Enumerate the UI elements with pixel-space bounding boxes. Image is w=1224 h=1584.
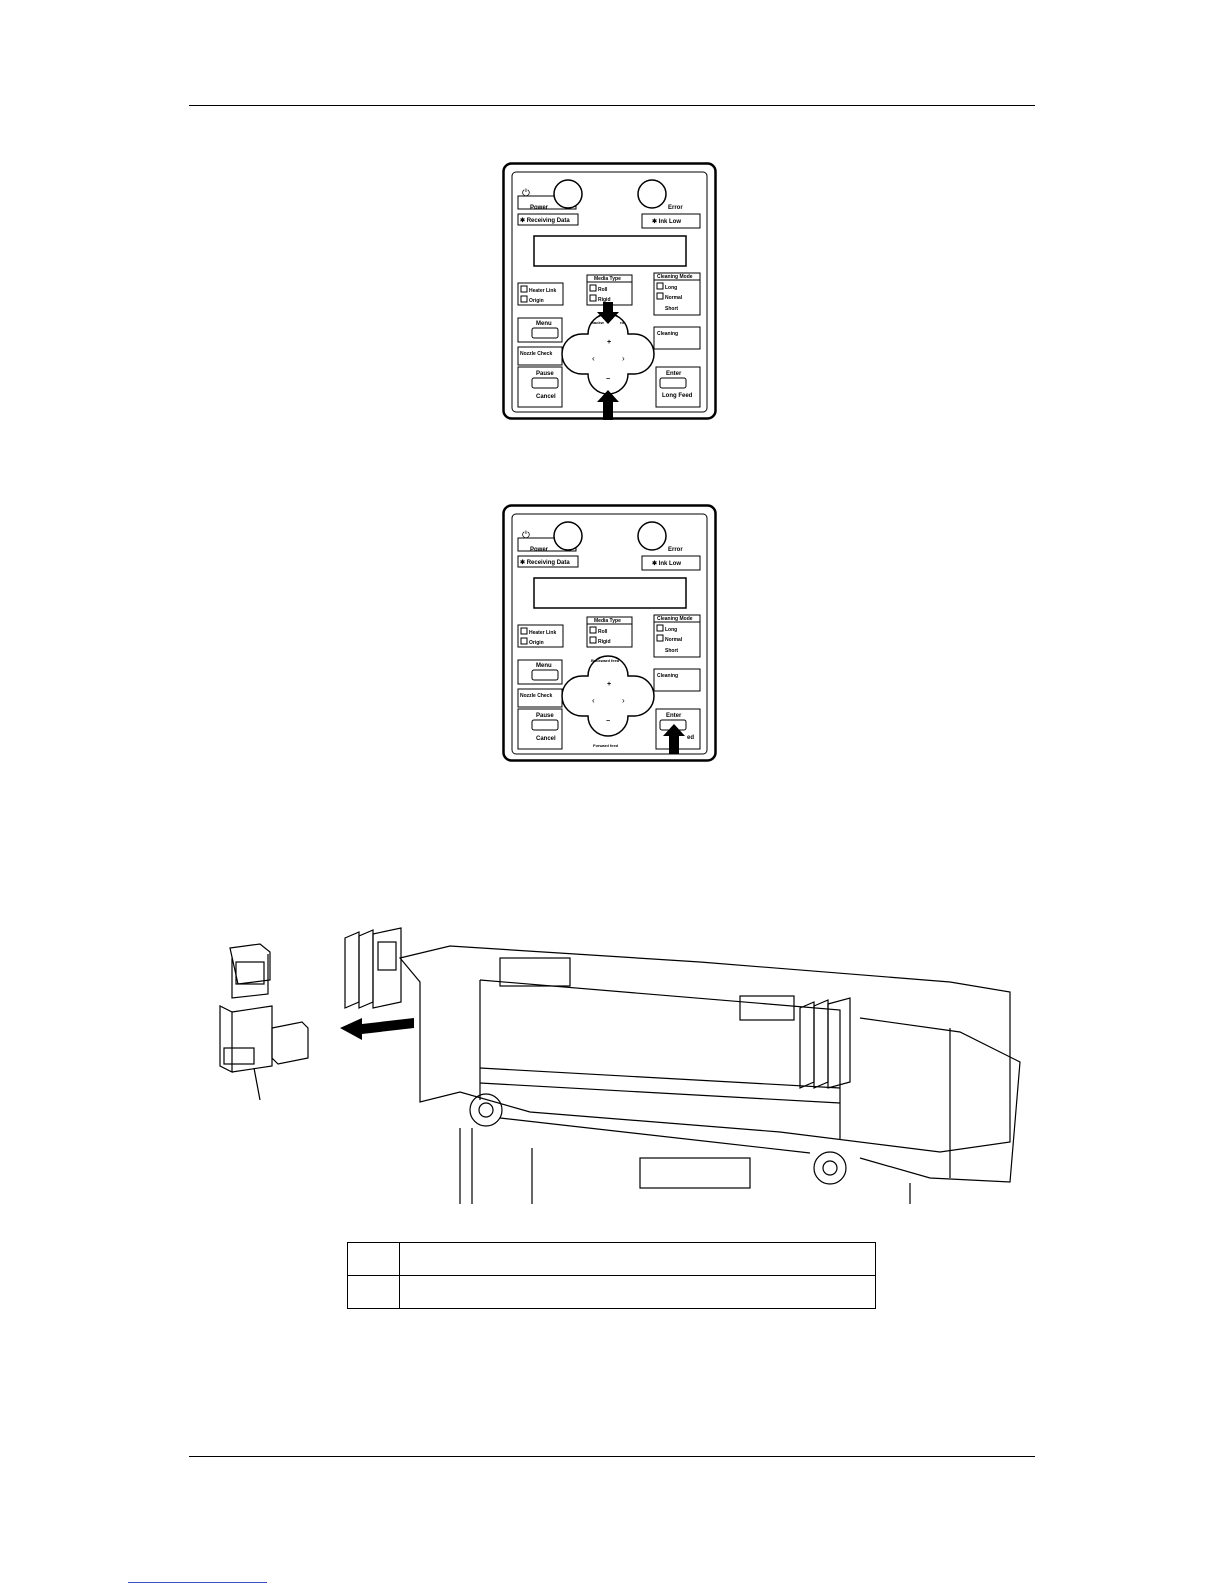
down-arrow-icon [597, 302, 619, 324]
long-feed-label[interactable]: Long Feed [662, 393, 693, 399]
callout-legend-table [347, 1242, 876, 1309]
cancel-label[interactable]: Cancel [536, 736, 556, 742]
heater-link-label: Heater Link [529, 630, 556, 636]
receiving-data-label: Receiving Data [527, 560, 571, 566]
table-row [347, 1275, 876, 1309]
pause-label[interactable]: Pause [536, 371, 554, 377]
power-icon: ⏻ [522, 188, 530, 199]
remove-arrow-icon [340, 1018, 414, 1040]
callout-number [347, 1242, 400, 1276]
power-icon: ⏻ [522, 530, 530, 541]
printer-illustration [210, 918, 1032, 1204]
cleaning-label[interactable]: Cleaning [657, 673, 678, 679]
receiving-data-label: Receiving Data [527, 218, 571, 224]
callout-description [399, 1275, 876, 1309]
pause-label[interactable]: Pause [536, 713, 554, 719]
dpad[interactable] [561, 313, 655, 395]
table-row [347, 1242, 876, 1276]
origin-label: Origin [529, 640, 544, 646]
roll-label: Roll [598, 287, 608, 293]
cleaning-mode-label: Cleaning Mode [657, 274, 693, 280]
long-label: Long [665, 285, 677, 291]
up-arrow-icon [597, 390, 619, 420]
rigid-label: Rigid [598, 639, 611, 645]
cleaning-mode-label: Cleaning Mode [657, 616, 693, 622]
svg-text:✱ Receiving Data: ✱ Receiving Data [520, 217, 570, 224]
svg-text:✱ Ink Low: ✱ Ink Low [652, 218, 681, 225]
media-type-label: Media Type [594, 618, 621, 624]
svg-text:+: + [607, 339, 611, 346]
lcd-display [533, 235, 687, 267]
forward-feed-label: Forward feed [593, 743, 619, 748]
removed-cartridge-holder [219, 943, 309, 1101]
roll-label: Roll [598, 629, 608, 635]
backward-feed-partial-2: rd [620, 320, 625, 325]
lcd-display [533, 577, 687, 609]
long-label: Long [665, 627, 677, 633]
header-rule [189, 105, 1035, 106]
rigid-label: Rigid [598, 297, 611, 303]
short-label: Short [665, 306, 678, 312]
menu-label[interactable]: Menu [536, 663, 552, 669]
power-label: Power [530, 205, 549, 211]
menu-label[interactable]: Menu [536, 321, 552, 327]
up-arrow-icon [663, 724, 685, 754]
svg-text:−: − [606, 718, 610, 725]
origin-label: Origin [529, 298, 544, 304]
ink-low-label: Ink Low [659, 219, 682, 225]
backward-feed-partial: Backw [591, 320, 605, 325]
svg-text:✱ Ink Low: ✱ Ink Low [652, 560, 681, 567]
nozzle-check-label[interactable]: Nozzle Check [520, 351, 552, 357]
svg-text:›: › [622, 696, 625, 705]
power-label: Power [530, 547, 549, 553]
normal-label: Normal [665, 637, 683, 643]
callout-description [399, 1242, 876, 1276]
enter-label[interactable]: Enter [666, 713, 682, 719]
cancel-label[interactable]: Cancel [536, 394, 556, 400]
media-type-label: Media Type [594, 276, 621, 282]
error-label: Error [668, 547, 683, 553]
svg-text:+: + [607, 681, 611, 688]
footer-link-underline[interactable] [128, 1582, 267, 1583]
svg-text:‹: ‹ [592, 696, 595, 705]
svg-text:✱ Receiving Data: ✱ Receiving Data [520, 559, 570, 566]
svg-text:‹: ‹ [592, 354, 595, 363]
dpad[interactable] [561, 655, 655, 737]
error-label: Error [668, 205, 683, 211]
svg-text:−: − [606, 376, 610, 383]
backward-feed-label: Backward feed [591, 658, 620, 663]
ink-low-label: Ink Low [659, 561, 682, 567]
footer-rule [189, 1456, 1035, 1457]
normal-label: Normal [665, 295, 683, 301]
cleaning-label[interactable]: Cleaning [657, 331, 678, 337]
control-panel-figure-1: ⏻ Power ✱ Receiving Data Error ✱ Ink Low… [502, 162, 717, 420]
enter-label[interactable]: Enter [666, 371, 682, 377]
control-panel-figure-2: ⏻ Power ✱ Receiving Data Error ✱ Ink Low… [502, 504, 717, 762]
long-feed-partial: ed [687, 735, 694, 741]
nozzle-check-label[interactable]: Nozzle Check [520, 693, 552, 699]
short-label: Short [665, 648, 678, 654]
svg-text:›: › [622, 354, 625, 363]
heater-link-label: Heater Link [529, 288, 556, 294]
callout-number [347, 1275, 400, 1309]
